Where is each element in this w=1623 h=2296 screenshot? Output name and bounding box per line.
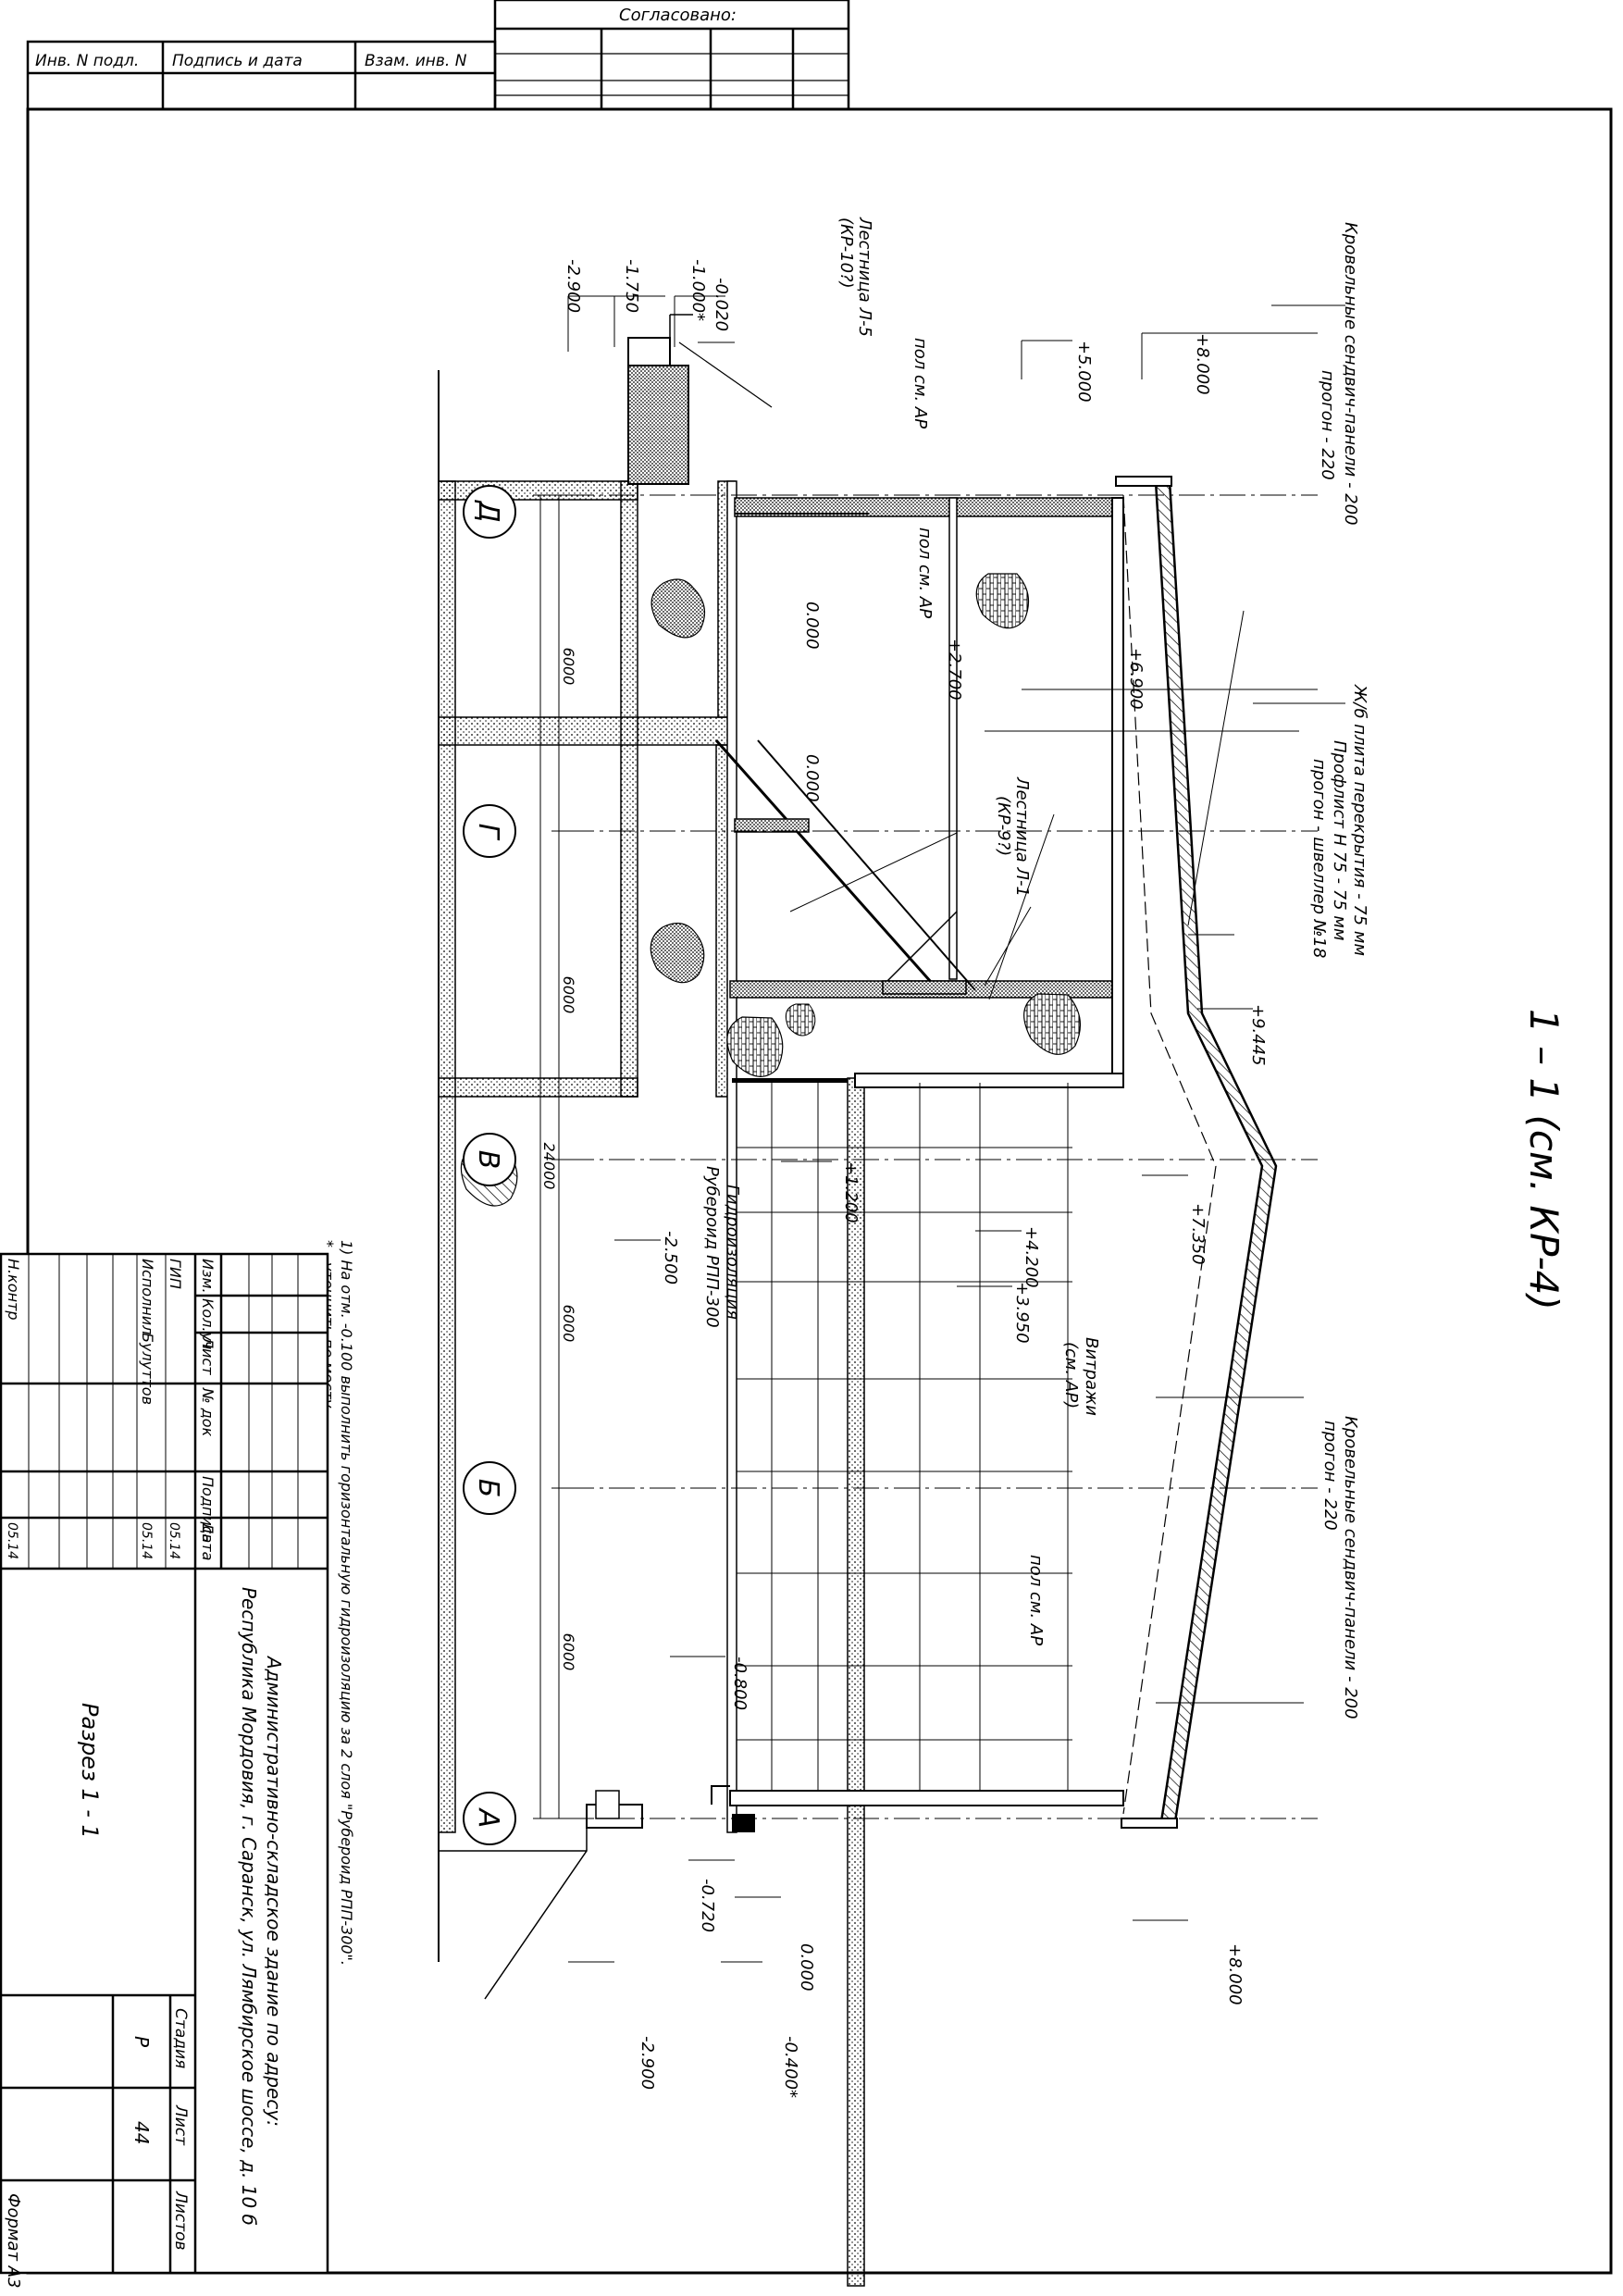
tb-name-isp: Булуттов [139, 1333, 156, 1405]
callout-roof-left-1: Кровельные сендвич-панели - 200 [1341, 222, 1360, 526]
basement [438, 480, 736, 1098]
callout-glazing-2: (см. АР) [1061, 1342, 1081, 1409]
callout-stair-l1-2: (КР-9?) [994, 796, 1013, 856]
dim-span-4: 6000 [560, 1633, 577, 1671]
level-p6900: +6.900 [1126, 648, 1146, 710]
axis-label-d: Д [472, 499, 504, 522]
level-m2500: -2.500 [661, 1231, 680, 1285]
format-label: Формат А3 [4, 2193, 23, 2289]
tb-project-2: Республика Мордовия, г. Саранск, ул. Лям… [238, 1587, 260, 2226]
callout-roof-left-2: прогон - 220 [1318, 370, 1337, 480]
section-title: 1 – 1 (см. КР-4) [1521, 1009, 1567, 1310]
tb-sheet: 44 [130, 2121, 153, 2144]
note-1: 1) На отм. -0.100 выполнить горизонтальн… [338, 1240, 355, 1966]
axis-label-b: Б [472, 1479, 504, 1498]
level-m0020: -0.020 [712, 278, 731, 331]
level-m0400: -0.400* [781, 2036, 800, 2098]
tb-date-isp: 05.14 [139, 1522, 154, 1559]
callout-slab-2: Профлист Н 75 - 75 мм [1330, 740, 1349, 941]
callout-waterproof-2: Рубероид РПП-300 [702, 1166, 722, 1328]
tb-col-list: Лист [199, 1336, 217, 1375]
upper-slab [1111, 497, 1124, 1077]
callout-floor-ar-3: пол см. АР [1026, 1555, 1046, 1645]
level-m2900-b: -2.900 [638, 2036, 657, 2090]
roof [1115, 476, 1278, 1829]
tb-project-1: Административно-складское здание по адре… [263, 1655, 285, 2127]
inv-orig-label: Инв. N подл. [35, 52, 139, 70]
foundation-slab [438, 480, 456, 1833]
tb-h-sheets: Листов [171, 2191, 190, 2251]
level-m0800: -0.800 [730, 1657, 750, 1710]
level-m1000: -1.000* [688, 259, 708, 321]
tb-stage: Р [130, 2036, 153, 2048]
level-p3950: +3.950 [1012, 1282, 1032, 1344]
level-p8000-top: +8.000 [1193, 333, 1212, 395]
grid-axes [463, 485, 1318, 1845]
callout-floor-ar-2: пол см. АР [915, 527, 935, 618]
callout-floor-ar-1: пол см. АР [911, 338, 930, 428]
level-0000-c: 0.000 [797, 1943, 816, 1992]
callout-waterproof-1: Гидроизоляция [723, 1185, 742, 1320]
section-drawing: 1 – 1 (см. КР-4) [0, 217, 1567, 2289]
level-marks [567, 295, 1253, 1963]
tb-col-podp: Подпись [199, 1476, 217, 1543]
dimension-lines [533, 494, 568, 1819]
dim-total: 24000 [540, 1143, 558, 1190]
entrance-porch-left [627, 314, 773, 485]
tb-date-gip: 05.14 [167, 1522, 181, 1559]
level-0000-a: 0.000 [802, 602, 822, 650]
level-m1750: -1.750 [622, 259, 641, 313]
level-p2700: +2.700 [945, 639, 964, 701]
tb-sheet-title: Разрез 1 - 1 [77, 1703, 103, 1839]
level-p5000: +5.000 [1074, 341, 1094, 403]
column-v [854, 1073, 1124, 1088]
tb-col-izm: Изм. [199, 1259, 217, 1294]
tb-row-isp: Исполнил [139, 1259, 156, 1334]
axis-label-g: Г [472, 824, 504, 841]
level-p4200: +4.200 [1022, 1226, 1041, 1288]
stair-l1 [714, 573, 1082, 1077]
callout-stair-l5-2: (КР-10?) [836, 217, 856, 289]
tb-col-kol: Кол.уч [199, 1298, 217, 1349]
axis-label-v: В [472, 1150, 504, 1170]
callout-stair-l5-1: Лестница Л-5 [855, 217, 874, 337]
level-m0720: -0.720 [698, 1879, 717, 1932]
level-0000-b: 0.000 [802, 754, 822, 802]
sheet-frame [26, 0, 1613, 2275]
tb-row-gip: ГИП [167, 1259, 184, 1289]
tb-h-sheet: Лист [171, 2104, 190, 2146]
dim-span-2: 6000 [560, 976, 577, 1014]
callout-stair-l1-1: Лестница Л-1 [1012, 776, 1032, 897]
callout-glazing-1: Витражи [1082, 1337, 1101, 1416]
level-m2900: -2.900 [564, 259, 583, 313]
entrance-right [439, 1785, 730, 2000]
tb-col-data: Дата [199, 1521, 217, 1560]
tb-row-nk: Н.контр [5, 1259, 22, 1321]
callout-roof-right-1: Кровельные сендвич-панели - 200 [1341, 1416, 1360, 1719]
dim-span-3: 6000 [560, 1305, 577, 1343]
callout-slab-1: Ж/б плита перекрытия - 75 мм [1350, 684, 1369, 956]
tb-h-stage: Стадия [171, 2008, 190, 2068]
level-p8000-bot: +8.000 [1225, 1943, 1245, 2005]
sign-date-label: Подпись и дата [172, 52, 303, 70]
callout-leaders [985, 304, 1345, 1704]
callout-roof-right-2: прогон - 220 [1320, 1421, 1340, 1531]
level-p1200: +1.200 [841, 1161, 861, 1223]
title-block [0, 1252, 329, 2275]
tb-col-ndok: № док [199, 1387, 217, 1437]
tb-date-nk: 05.14 [5, 1522, 19, 1559]
callout-slab-3: прогон - швеллер №18 [1309, 759, 1329, 958]
dim-span-1: 6000 [560, 648, 577, 686]
axis-label-a: А [472, 1807, 504, 1829]
vzam-inv-label: Взам. инв. N [365, 52, 467, 70]
level-p7350: +7.350 [1188, 1203, 1208, 1265]
agreed-label: Согласовано: [619, 6, 737, 25]
level-p9445: +9.445 [1248, 1004, 1268, 1066]
